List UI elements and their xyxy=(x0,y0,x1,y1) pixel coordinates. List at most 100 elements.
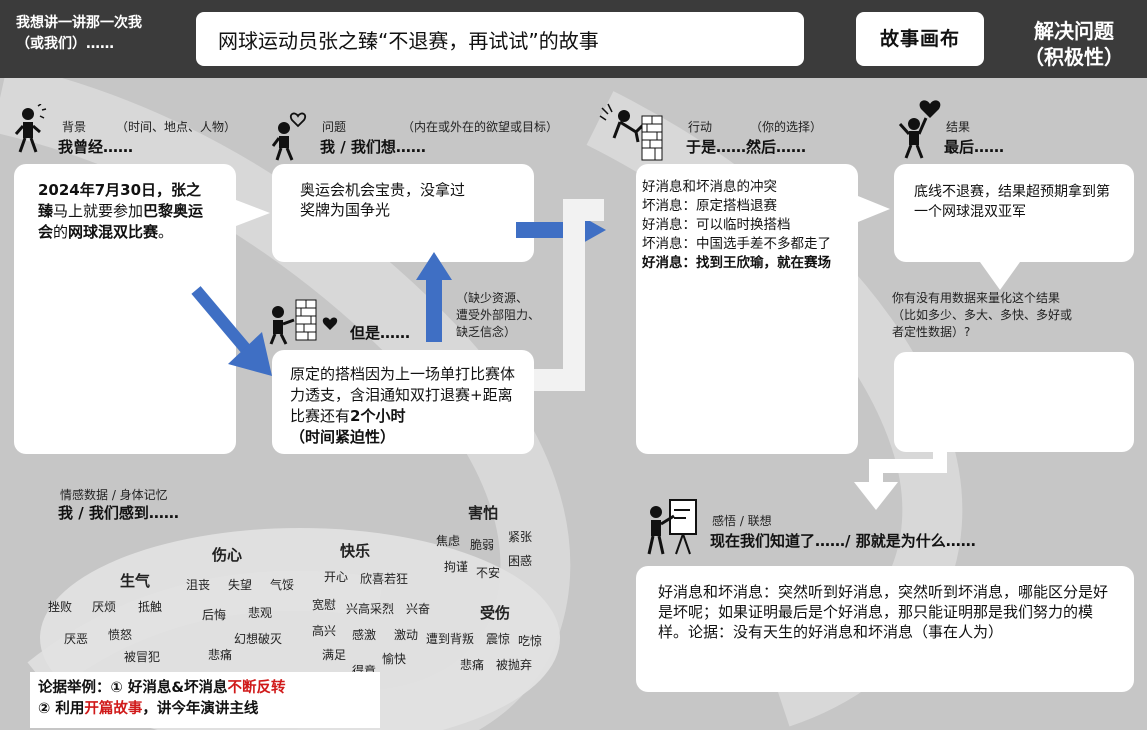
action-line-1: 好消息和坏消息的冲突 xyxy=(642,179,777,195)
problem-heading: 我 / 我们想…… xyxy=(320,138,426,156)
emotion-word[interactable]: 不安 xyxy=(476,566,501,580)
but-hint-line3: 缺乏信念） xyxy=(456,325,517,339)
emotion-word[interactable]: 厌恶 xyxy=(64,632,89,646)
background-hint: （时间、地点、人物） xyxy=(116,120,237,134)
emotion-word[interactable]: 紧张 xyxy=(508,530,533,544)
down-pointer-icon xyxy=(980,262,1020,290)
emotion-word[interactable]: 感激 xyxy=(352,628,377,642)
emotion-word[interactable]: 幻想破灭 xyxy=(234,632,283,646)
but-hint-line2: 遭受外部阻力、 xyxy=(456,308,541,322)
emotion-word[interactable]: 愉快 xyxy=(382,652,407,666)
evidence-note-l1-red: 不断反转 xyxy=(227,680,286,696)
header-category: 解决问题 （积极性） xyxy=(1003,18,1145,70)
background-match: 网球混双比赛 xyxy=(68,223,159,241)
quantify-line1: 你有没有用数据来量化这个结果 xyxy=(892,291,1061,305)
person-presenting-icon xyxy=(647,499,697,555)
evidence-note-l2-red: 开篇故事 xyxy=(84,701,143,717)
up-arrow xyxy=(416,252,452,342)
emotion-word[interactable]: 满足 xyxy=(322,648,347,662)
evidence-note-l2-a: ② 利用 xyxy=(38,701,85,717)
evidence-note-line2: ② 利用开篇故事，讲今年演讲主线 xyxy=(38,699,285,720)
insight-label: 感悟 / 联想 xyxy=(712,514,772,528)
emotion-word[interactable]: 被抛弃 xyxy=(496,658,533,672)
header-category-line1: 解决问题 xyxy=(1034,19,1114,43)
result-text: 底线不退赛，结果超预期拿到第一个网球混双亚军 xyxy=(914,184,1110,220)
action-line-5: 好消息：找到王欣瑜，就在赛场 xyxy=(642,255,831,271)
person-thinking-icon xyxy=(14,104,47,153)
background-box[interactable]: 2024年7月30日，张之臻马上就要参加巴黎奥运会的网球混双比赛。 xyxy=(14,164,236,454)
but-text: 原定的搭档因为上一场单打比赛体力透支，含泪通知双打退赛+距离比赛还有2个小时（时… xyxy=(290,364,526,448)
problem-box[interactable]: 奥运会机会宝贵，没拿过奖牌为国争光 xyxy=(272,164,534,262)
story-title-field[interactable]: 网球运动员张之臻“不退赛，再试试”的故事 xyxy=(196,12,804,66)
header-prompt-line1: 我想讲一讲那一次我 xyxy=(16,15,142,31)
but-hint-line1: （缺少资源、 xyxy=(456,291,529,305)
emotion-category-angry[interactable]: 生气 xyxy=(120,572,151,590)
person-celebrate-icon xyxy=(898,100,941,159)
emotion-word[interactable]: 震惊 xyxy=(486,632,511,646)
story-canvas-button[interactable]: 故事画布 xyxy=(856,12,984,66)
emotion-word[interactable]: 遭到背叛 xyxy=(426,632,475,646)
quantify-line2: （比如多少、多大、多快、多好或 xyxy=(892,308,1073,322)
emotion-category-sad[interactable]: 伤心 xyxy=(212,546,243,564)
emotion-word[interactable]: 悲痛 xyxy=(460,658,485,672)
result-data-box[interactable] xyxy=(894,352,1134,452)
emotion-word[interactable]: 兴高采烈 xyxy=(346,602,395,616)
person-wall-icon xyxy=(269,299,338,345)
action-hint: （你的选择） xyxy=(750,120,823,134)
right-pointer-icon xyxy=(236,200,270,226)
emotion-word[interactable]: 激动 xyxy=(394,628,419,642)
emotion-word[interactable]: 吃惊 xyxy=(518,634,543,648)
background-date: 2024年7月30日，张之臻 xyxy=(38,181,202,220)
emotion-word[interactable]: 兴奋 xyxy=(406,602,431,616)
emotion-word[interactable]: 悲痛 xyxy=(208,648,233,662)
emotion-word[interactable]: 厌烦 xyxy=(92,600,117,614)
emotion-word[interactable]: 悲观 xyxy=(248,606,273,620)
result-label: 结果 xyxy=(946,120,971,134)
emotion-category-happy[interactable]: 快乐 xyxy=(340,542,371,560)
flow-connector-down xyxy=(854,452,947,510)
background-event: 巴黎奥运会 xyxy=(38,202,204,241)
header-category-line2: （积极性） xyxy=(1024,45,1124,69)
action-heading: 于是……然后…… xyxy=(686,138,807,156)
result-box[interactable]: 底线不退赛，结果超预期拿到第一个网球混双亚军 xyxy=(894,164,1134,262)
emotion-word[interactable]: 沮丧 xyxy=(186,578,211,592)
emotion-word[interactable]: 开心 xyxy=(324,570,349,584)
emotion-word[interactable]: 气馁 xyxy=(270,578,295,592)
evidence-note-line1: 论据举例：① 好消息&坏消息不断反转 xyxy=(38,678,285,699)
action-text: 好消息和坏消息的冲突 坏消息：原定搭档退赛 好消息：可以临时换搭档 坏消息：中国… xyxy=(642,178,856,273)
right-pointer-icon-2 xyxy=(858,196,890,222)
emotion-word[interactable]: 焦虑 xyxy=(436,534,461,548)
header-bar: 我想讲一讲那一次我 （或我们）…… 网球运动员张之臻“不退赛，再试试”的故事 故… xyxy=(0,0,1147,78)
evidence-note-l2-c: ，讲今年演讲主线 xyxy=(142,701,259,717)
person-push-wall-icon xyxy=(599,103,663,161)
emotion-word[interactable]: 困惑 xyxy=(508,554,533,568)
result-quantify-prompt: 你有没有用数据来量化这个结果 （比如多少、多大、多快、多好或 者定性数据）? xyxy=(892,290,1072,341)
emotion-word[interactable]: 欣喜若狂 xyxy=(360,572,409,586)
background-text-end: 。 xyxy=(158,223,174,241)
emotion-word[interactable]: 宽慰 xyxy=(312,598,337,612)
emotion-category-fear[interactable]: 害怕 xyxy=(468,504,499,522)
emotion-word[interactable]: 抵触 xyxy=(138,600,163,614)
emotion-word[interactable]: 脆弱 xyxy=(470,538,495,552)
background-text: 2024年7月30日，张之臻马上就要参加巴黎奥运会的网球混双比赛。 xyxy=(38,180,214,243)
emotion-heading: 我 / 我们感到…… xyxy=(58,504,179,522)
emotion-word[interactable]: 愤怒 xyxy=(108,628,133,642)
emotion-label: 情感数据 / 身体记忆 xyxy=(60,488,168,502)
emotion-word[interactable]: 被冒犯 xyxy=(124,650,161,664)
emotion-word[interactable]: 失望 xyxy=(228,578,253,592)
emotion-word[interactable]: 高兴 xyxy=(312,624,337,638)
insight-box[interactable]: 好消息和坏消息：突然听到好消息，突然听到坏消息，哪能区分是好是坏呢；如果证明最后… xyxy=(636,566,1134,692)
background-heading: 我曾经…… xyxy=(58,138,134,156)
action-box[interactable]: 好消息和坏消息的冲突 坏消息：原定搭档退赛 好消息：可以临时换搭档 坏消息：中国… xyxy=(636,164,858,454)
emotion-word[interactable]: 拘谨 xyxy=(444,560,469,574)
emotion-word[interactable]: 后悔 xyxy=(202,608,227,622)
problem-text: 奥运会机会宝贵，没拿过奖牌为国争光 xyxy=(300,181,466,219)
emotion-word[interactable]: 挫败 xyxy=(48,600,73,614)
action-line-4: 坏消息：中国选手差不多都走了 xyxy=(642,236,831,252)
emotion-category-hurt[interactable]: 受伤 xyxy=(480,604,511,622)
but-box[interactable]: 原定的搭档因为上一场单打比赛体力透支，含泪通知双打退赛+距离比赛还有2个小时（时… xyxy=(272,350,534,454)
header-prompt-line2: （或我们）…… xyxy=(16,36,114,52)
background-text-mid: 马上就要参加 xyxy=(53,202,144,220)
quantify-line3: 者定性数据）? xyxy=(892,325,971,339)
